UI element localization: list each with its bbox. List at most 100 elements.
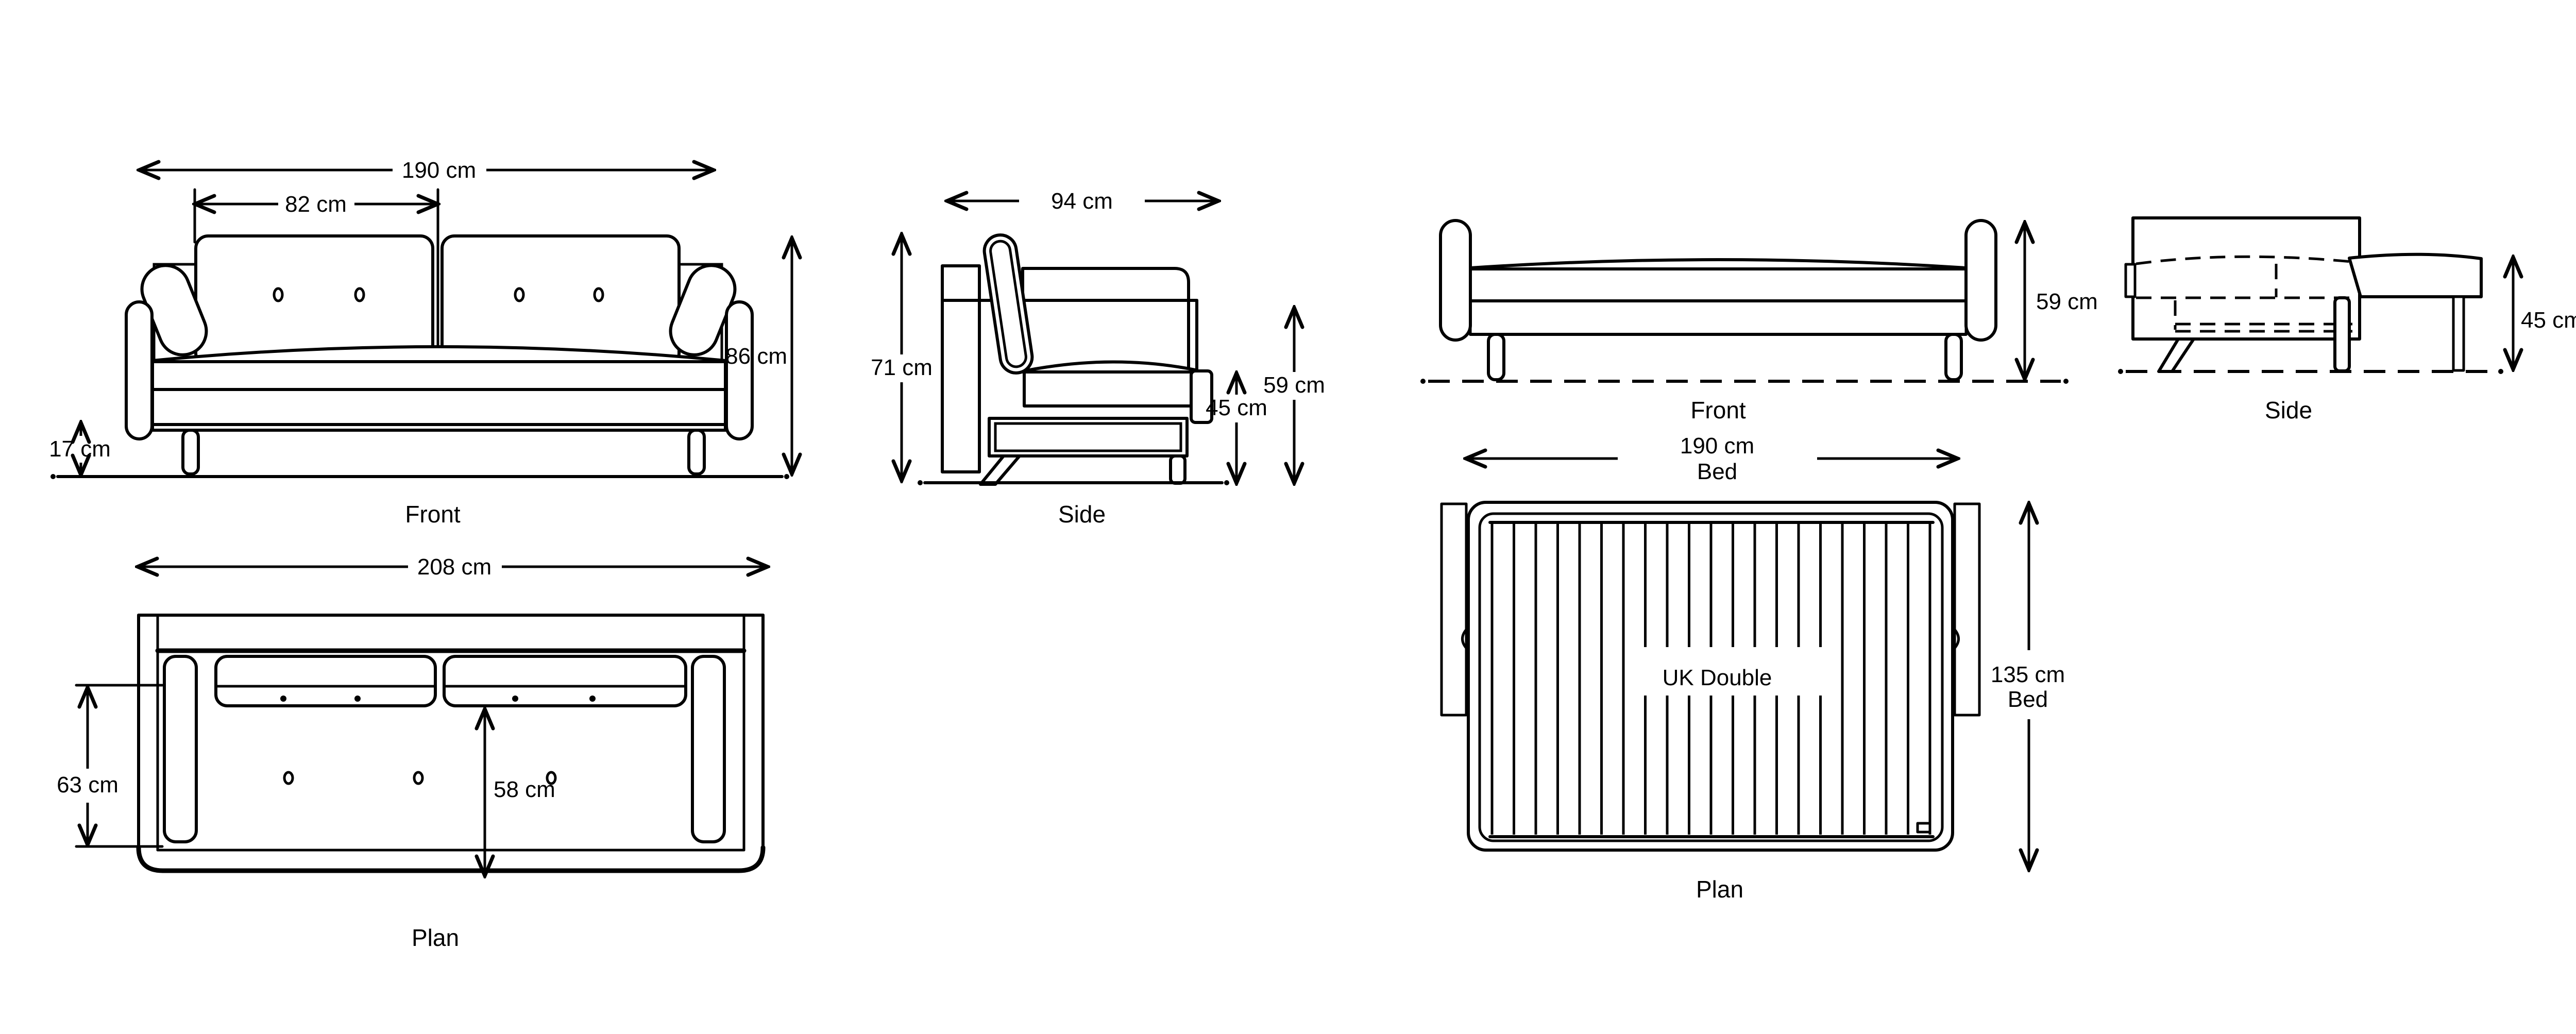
back-panel [941,264,981,473]
bed-plan-mattress-edge [1478,512,1944,842]
dim-63cm: 63 cm [57,687,118,845]
view-label-sofa-plan: Plan [412,924,459,951]
back-frame-left [152,263,196,398]
dim-text-seat-depth: 58 cm [494,777,555,802]
view-label-bed-side: Side [2265,397,2312,423]
dim-text-bed-width-unit: Bed [2008,687,2048,712]
back-frame-right [680,263,723,398]
armrest-right [725,300,754,440]
back-cushion-side [982,233,1034,375]
ground-dot [784,474,789,479]
dim-59cm-bed: 59 cm [2025,223,2098,379]
dim-82cm: 82 cm [195,192,438,217]
dim-58cm: 58 cm [485,709,555,876]
plan-arm-right [691,655,726,843]
dim-text-total-width: 190 cm [402,158,476,183]
latch [1916,822,1931,834]
bed-side-view: 45 cm Side [2118,216,2576,423]
view-label-bed-plan: Plan [1696,876,1743,903]
middle-leg [2333,296,2351,372]
plan-front-edge [136,845,766,873]
mattress-size-text: UK Double [1663,665,1772,690]
deck-leg [2452,295,2465,372]
dim-text-seat-height: 45 cm [1206,395,1267,420]
arm-pillow-right [669,264,737,357]
dim-86cm: 86 cm [725,238,792,474]
dim-text-depth: 94 cm [1051,189,1113,214]
ground-dot [2118,369,2123,374]
ground-dot [2498,369,2503,374]
seat-curve-side [1023,360,1197,372]
sofa-side-view: 94 cm 71 cm 45 cm 59 cm Side [871,189,1325,528]
dim-text-arm-depth: 63 cm [57,772,118,798]
seat-button [413,771,424,785]
ground-dot [2063,379,2069,384]
hidden-mattress-curve [2136,255,2358,265]
bed-frame-box-inner [994,422,1182,452]
ground-dot [918,480,923,485]
dim-text-bed-side-height: 45 cm [2521,308,2576,333]
bed-arm-right [1964,219,1997,342]
view-label-sofa-side: Side [1058,501,1106,528]
dim-45cm-bed: 45 cm [2513,257,2576,369]
cushion-button [273,287,284,302]
ground-dot [50,474,56,479]
plan-back-cushions [214,655,687,707]
front-leg-angled [979,454,1021,486]
dim-45cm-side: 45 cm [1206,373,1267,483]
seat-button [283,771,294,785]
cushion-button [354,287,365,302]
bed-slats [1490,523,1931,835]
seat-button [546,771,557,785]
dim-text-cushion-width: 82 cm [285,192,347,217]
dim-text-total-height: 86 cm [725,344,787,369]
dim-17cm: 17 cm [49,422,111,475]
dim-71cm: 71 cm [871,234,933,481]
bed-plan-arm-right [1953,502,1981,717]
dim-135cm-bed: 135 cm Bed [1991,503,2065,870]
dim-text-arm-height: 59 cm [1263,372,1325,398]
leg-right [687,429,706,476]
bed-plan-outer [1467,501,1954,852]
arm-rail-end [2124,263,2137,298]
view-label-bed-front: Front [1690,397,1746,423]
dim-text-plan-width: 208 cm [417,554,492,580]
cushion-button [514,287,525,302]
seat-cushion-curve [151,345,727,362]
dim-94cm: 94 cm [947,189,1218,214]
cushion-button [593,287,604,302]
dim-text-leg-height: 17 cm [49,436,111,462]
dim-190cm: 190 cm [139,158,714,183]
bed-deck-extension [2348,252,2483,298]
bed-front-view: 59 cm Front [1420,219,2098,423]
armrest-left [125,300,154,440]
dim-text-bed-height: 59 cm [2036,289,2098,314]
sofa-plan-view: 63 cm 58 cm 208 cm Plan [57,554,768,951]
plan-arm-left [163,655,198,843]
bed-leg-left [1487,333,1505,381]
dim-text-bed-width: 135 cm [1991,662,2065,687]
arm-front-post [1190,369,1213,424]
mattress-top-curve [1469,258,1968,269]
dim-text-bed-length-unit: Bed [1697,459,1737,484]
ground-dot [1420,379,1426,384]
bed-arm-left [1439,219,1472,342]
sofa-front-view: 190 cm 82 cm 86 cm 17 cm Front [49,158,792,528]
bed-leg-right [1944,333,1963,381]
dim-text-back-height: 71 cm [871,355,933,380]
arm-notch-left [1461,628,1468,650]
dim-190cm-bed: 190 cm Bed [1466,433,1958,484]
dim-59cm-side: 59 cm [1263,308,1325,483]
rear-leg [1169,454,1187,485]
arm-notch-right [1953,628,1960,650]
seat-deck [1021,267,1190,374]
dim-208cm: 208 cm [138,554,768,580]
angled-front-leg [2157,337,2195,373]
bed-side-frame [2131,216,2361,341]
dim-text-bed-length: 190 cm [1680,433,1754,459]
ground-dot [1224,480,1229,485]
view-label-sofa-front: Front [405,501,461,528]
bed-plan-arm-left [1440,502,1468,717]
